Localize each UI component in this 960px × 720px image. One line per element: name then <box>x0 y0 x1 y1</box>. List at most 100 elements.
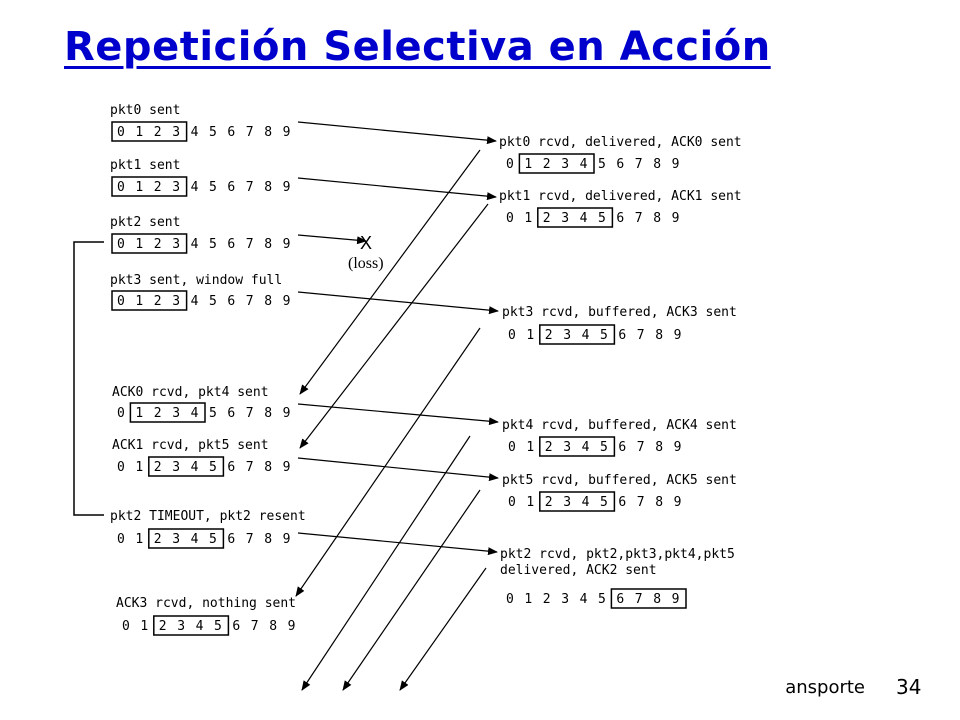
sequence-number: 6 <box>232 619 240 634</box>
window-box <box>539 324 616 345</box>
sequence-number: 1 <box>526 440 534 455</box>
message-arrow <box>297 234 367 245</box>
sequence-number: 0 <box>117 406 125 421</box>
sequence-number: 2 <box>543 211 551 226</box>
sequence-number: 1 <box>135 294 143 309</box>
sender-event-label: pkt3 sent, window full <box>110 273 282 288</box>
page-number: 34 <box>896 675 922 699</box>
sequence-number: 2 <box>545 440 553 455</box>
sequence-number: 3 <box>172 532 180 547</box>
sequence-number: 7 <box>635 211 643 226</box>
sequence-number: 9 <box>674 328 682 343</box>
sequence-number: 0 <box>117 125 125 140</box>
sequence-number: 8 <box>655 328 663 343</box>
sequence-number: 4 <box>580 157 588 172</box>
receiver-event: pkt2 rcvd, pkt2,pkt3,pkt4,pkt5delivered,… <box>500 547 735 609</box>
sequence-number: 4 <box>191 180 199 195</box>
sequence-number: 5 <box>209 237 217 252</box>
receiver-event-label: pkt2 rcvd, pkt2,pkt3,pkt4,pkt5 <box>500 547 735 562</box>
sequence-number: 8 <box>264 532 272 547</box>
sequence-number: 4 <box>191 125 199 140</box>
message-arrows <box>295 121 499 691</box>
receiver-event-label: pkt3 rcvd, buffered, ACK3 sent <box>502 305 737 320</box>
sequence-number: 6 <box>227 180 235 195</box>
sequence-number: 5 <box>209 294 217 309</box>
sequence-number: 1 <box>524 157 532 172</box>
sequence-number: 5 <box>600 440 608 455</box>
window-box <box>518 153 595 174</box>
sequence-number: 7 <box>246 406 254 421</box>
sequence-number: 4 <box>196 619 204 634</box>
sender-event-label: pkt2 sent <box>110 215 180 230</box>
sequence-number: 7 <box>637 328 645 343</box>
sequence-number: 3 <box>177 619 185 634</box>
sequence-number: 2 <box>154 460 162 475</box>
sequence-number: 0 <box>117 294 125 309</box>
sequence-number: 9 <box>283 406 291 421</box>
receiver-event-label: pkt5 rcvd, buffered, ACK5 sent <box>502 473 737 488</box>
sequence-number: 6 <box>227 406 235 421</box>
sender-event-label: pkt2 TIMEOUT, pkt2 resent <box>110 509 306 524</box>
sequence-number: 2 <box>154 180 162 195</box>
sequence-number: 3 <box>561 157 569 172</box>
sequence-number: 3 <box>563 328 571 343</box>
sequence-number: 0 <box>508 495 516 510</box>
message-arrow <box>299 203 489 449</box>
sequence-number: 5 <box>209 406 217 421</box>
sequence-number: 0 <box>122 619 130 634</box>
sequence-number: 1 <box>135 532 143 547</box>
sequence-number: 7 <box>635 157 643 172</box>
message-arrow <box>295 327 481 597</box>
slide-title: Repetición Selectiva en Acción <box>64 24 771 70</box>
sequence-number: 9 <box>288 619 296 634</box>
sequence-number: 8 <box>655 440 663 455</box>
sequence-number: 6 <box>618 440 626 455</box>
sequence-number: 9 <box>283 125 291 140</box>
sequence-number: 5 <box>598 211 606 226</box>
sequence-number: 8 <box>264 125 272 140</box>
sequence-number: 3 <box>172 180 180 195</box>
sequence-number: 9 <box>674 440 682 455</box>
loss-indicator: X (loss) <box>348 233 384 272</box>
sequence-number: 7 <box>246 180 254 195</box>
sequence-number: 8 <box>264 237 272 252</box>
message-arrow <box>301 435 471 691</box>
sequence-number: 5 <box>209 125 217 140</box>
sequence-number: 2 <box>154 406 162 421</box>
window-box <box>610 588 687 609</box>
window-box <box>537 207 614 228</box>
sequence-number: 8 <box>264 406 272 421</box>
sequence-number: 1 <box>135 237 143 252</box>
message-arrow <box>299 149 481 395</box>
sequence-number: 5 <box>209 180 217 195</box>
message-arrow <box>342 489 481 691</box>
sequence-number: 4 <box>582 440 590 455</box>
sequence-number: 9 <box>283 180 291 195</box>
message-arrow <box>297 177 497 201</box>
sequence-number: 1 <box>135 125 143 140</box>
sender-event-label: pkt1 sent <box>110 158 180 173</box>
timeout-bracket-line <box>73 241 104 516</box>
sequence-number: 3 <box>172 460 180 475</box>
sequence-number: 0 <box>508 328 516 343</box>
sequence-number: 7 <box>246 237 254 252</box>
sequence-number: 9 <box>672 157 680 172</box>
sequence-number: 4 <box>191 237 199 252</box>
message-arrow <box>297 403 499 426</box>
receiver-event-label: pkt4 rcvd, buffered, ACK4 sent <box>502 418 737 433</box>
sequence-number: 4 <box>580 592 588 607</box>
sequence-number: 8 <box>655 495 663 510</box>
message-arrow <box>297 291 499 315</box>
sequence-number: 7 <box>637 440 645 455</box>
sequence-number: 7 <box>635 592 643 607</box>
sequence-number: 0 <box>506 592 514 607</box>
window-box <box>129 402 206 423</box>
sequence-number: 0 <box>117 532 125 547</box>
receiver-event-label-2: delivered, ACK2 sent <box>500 563 657 578</box>
window-box <box>539 491 616 512</box>
sequence-number: 9 <box>674 495 682 510</box>
